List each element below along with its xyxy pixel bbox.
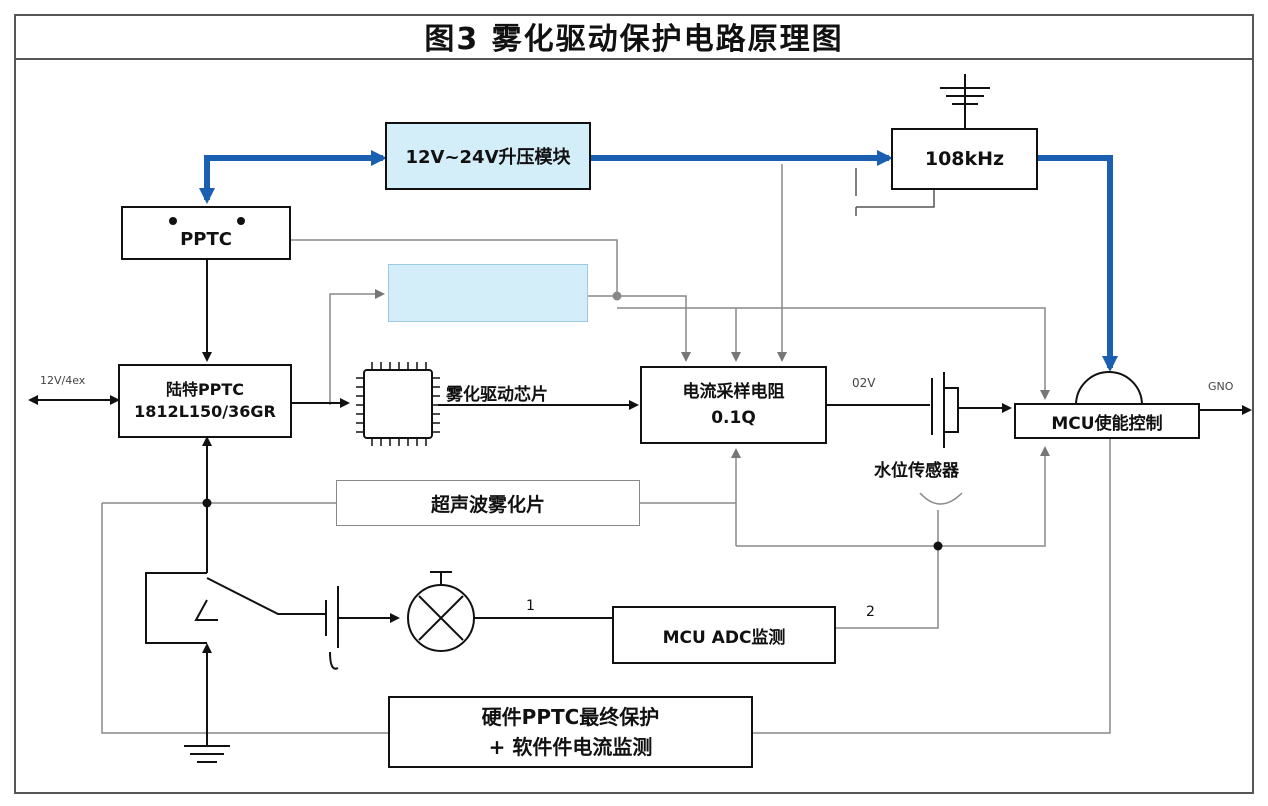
pptc-top-box: PPTC	[121, 206, 291, 260]
adc-box: MCU ADC监测	[612, 606, 836, 664]
input-label: 12V/4ex	[40, 374, 86, 387]
capacitor-symbol	[931, 372, 959, 448]
ultrasonic-label: 超声波雾化片	[430, 493, 545, 516]
main-pptc-line1: 陆特PPTC	[165, 380, 245, 399]
final-protection-line1: 硬件PPTC最终保护	[481, 705, 660, 729]
main-pptc-box: 陆特PPTC 1812L150/36GR	[118, 364, 292, 438]
line-water-to-adc	[836, 510, 939, 629]
black-lines	[28, 258, 1252, 740]
final-protection-box: 硬件PPTC最终保护 + 软件件电流监测	[388, 696, 753, 768]
mcu-dome	[1075, 371, 1143, 406]
unlabeled-module-box	[388, 264, 588, 322]
line-final-to-mcu	[753, 438, 1111, 734]
final-protection-line2: + 软件件电流监测	[488, 735, 653, 759]
water-sensor-label: 水位传感器	[874, 461, 959, 481]
pptc-dot-icon	[169, 217, 177, 225]
line-to-blank-box	[329, 289, 385, 405]
ground-symbol-bottom	[184, 740, 230, 763]
boost-module-box: 12V~24V升压模块	[385, 122, 591, 190]
current-sense-box: 电流采样电阻 0.1Q	[640, 366, 827, 444]
oscillator-box: 108kHz	[891, 128, 1038, 190]
oscillator-label: 108kHz	[924, 148, 1005, 170]
line-node-to-sense	[588, 295, 691, 362]
power-path-to-boost	[204, 150, 387, 200]
ground-symbol-top	[940, 74, 990, 128]
current-sense-line1: 电流采样电阻	[682, 382, 785, 402]
switch-relay-symbol	[145, 572, 310, 644]
main-pptc-line2: 1812L150/36GR	[134, 402, 276, 421]
line-pptc-to-node	[290, 239, 618, 296]
mcu-enable-label: MCU使能控制	[1051, 413, 1163, 434]
driver-chip-symbol	[356, 362, 440, 446]
water-sensor-cup	[919, 492, 963, 505]
line-to-mcu-a	[617, 307, 1050, 400]
mcu-enable-box: MCU使能控制	[1014, 403, 1200, 439]
current-sense-line2: 0.1Q	[711, 408, 756, 428]
boost-module-label: 12V~24V升压模块	[405, 147, 571, 168]
node-label-1: 1	[526, 598, 535, 614]
gnd-label: GNO	[1208, 380, 1234, 393]
pptc-top-label: PPTC	[180, 228, 232, 250]
diagram-frame	[14, 14, 1254, 794]
driver-chip-label: 雾化驱动芯片	[446, 385, 548, 405]
junction-node	[612, 291, 622, 301]
line-left-loop	[101, 502, 388, 734]
line-up-to-mcu	[736, 446, 1050, 547]
power-path-to-mcu	[1038, 155, 1118, 372]
battery-symbol	[310, 586, 400, 670]
node-label-2: 2	[866, 604, 875, 620]
power-path	[199, 150, 1118, 372]
pptc-dot-icon	[237, 217, 245, 225]
adc-label: MCU ADC监测	[662, 627, 786, 648]
junction-node	[933, 541, 943, 551]
lamp-symbol	[407, 571, 612, 652]
voltage-label: 02V	[852, 376, 876, 390]
ultrasonic-box: 超声波雾化片	[336, 480, 640, 526]
diagram-title: 图3 雾化驱动保护电路原理图	[424, 22, 844, 57]
title-bar: 图3 雾化驱动保护电路原理图	[14, 14, 1254, 60]
